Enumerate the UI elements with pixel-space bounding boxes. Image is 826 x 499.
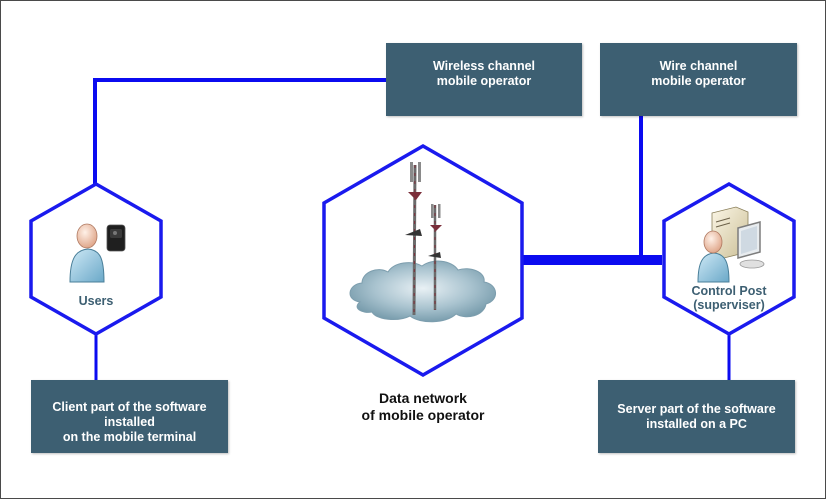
server-software-line1: Server part of the software xyxy=(617,402,776,416)
users-label: Users xyxy=(78,294,114,308)
control-post-label: Control Post (superviser) xyxy=(664,284,794,312)
network-caption-line2: of mobile operator xyxy=(361,407,485,423)
client-software-line2: installed xyxy=(104,415,155,429)
wireless-channel-box[interactable]: Wireless channel mobile operator xyxy=(386,43,582,116)
wireless-channel-line1: Wireless channel xyxy=(432,59,535,73)
wire-channel-line2: mobile operator xyxy=(651,74,746,88)
wire-channel-box[interactable]: Wire channel mobile operator xyxy=(600,43,797,116)
network-hexagon xyxy=(322,143,524,378)
client-software-box[interactable]: Client part of the software installed on… xyxy=(31,380,228,453)
client-software-line3: on the mobile terminal xyxy=(62,430,197,444)
wireless-link-line xyxy=(93,78,386,184)
network-node[interactable] xyxy=(322,143,524,378)
connectors xyxy=(93,78,731,380)
operator-icon xyxy=(697,230,730,283)
control-post-hexagon xyxy=(662,181,796,337)
client-software-line1: Client part of the software xyxy=(52,400,207,414)
cloud-icon xyxy=(349,260,496,323)
users-node[interactable] xyxy=(29,181,163,337)
pc-icon xyxy=(711,206,765,269)
network-caption-line1: Data network xyxy=(379,390,467,406)
wire-channel-line1: Wire channel xyxy=(659,59,738,73)
control-post-label-line2: (superviser) xyxy=(693,298,765,312)
wireless-channel-line2: mobile operator xyxy=(436,74,532,88)
server-software-box[interactable]: Server part of the software installed on… xyxy=(598,380,795,453)
user-icon xyxy=(69,223,105,283)
control-post-label-line1: Control Post xyxy=(691,284,767,298)
network-caption: Data network of mobile operator xyxy=(323,390,523,424)
server-software-line2: installed on a PC xyxy=(646,417,747,431)
mobile-terminal-icon xyxy=(106,224,126,252)
control-post-node[interactable] xyxy=(662,181,796,337)
cell-tower-icon xyxy=(405,162,442,316)
